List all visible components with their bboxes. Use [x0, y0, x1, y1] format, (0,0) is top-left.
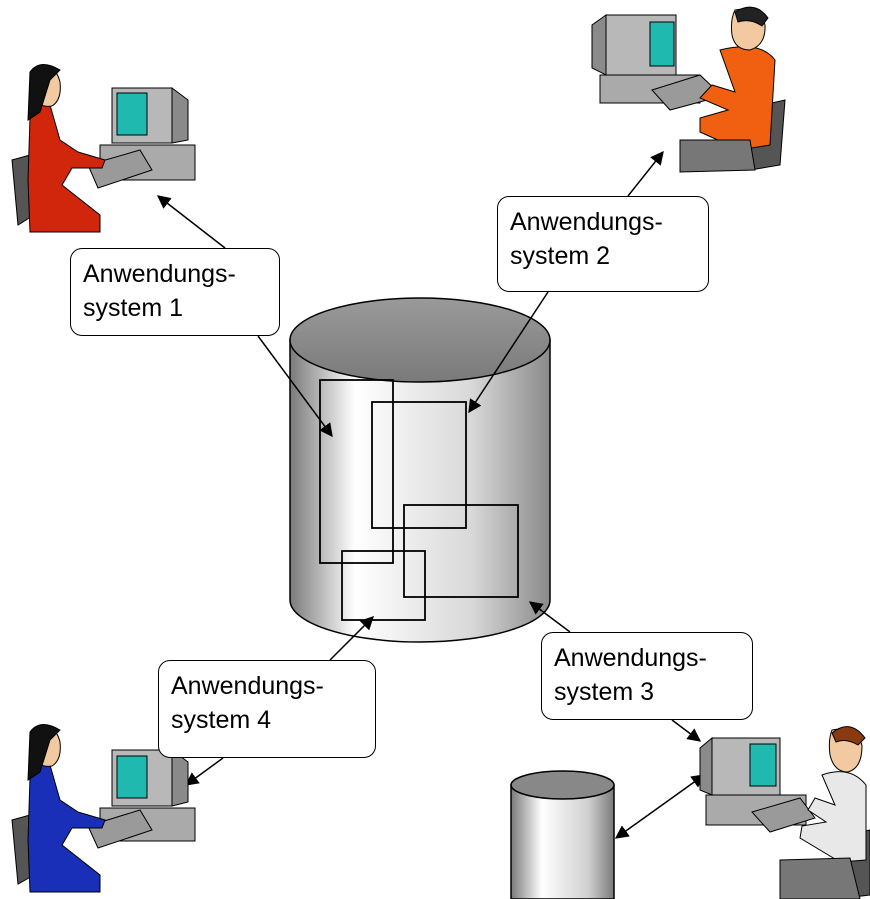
user-1-workstation — [11, 64, 196, 233]
arrow-system3-to-user3 — [671, 719, 702, 742]
label-system-2-line1: Anwendungs- — [510, 208, 663, 236]
arrow-system4-to-database — [329, 616, 374, 661]
data-area-1 — [319, 379, 394, 564]
arrow-system2-to-database — [468, 291, 549, 414]
label-system-2: Anwendungs- system 2 — [497, 196, 709, 292]
label-system-3: Anwendungs- system 3 — [541, 632, 753, 720]
label-system-1: Anwendungs- system 1 — [70, 248, 280, 336]
arrow-system4-to-user4 — [184, 757, 224, 786]
data-area-2 — [371, 401, 467, 529]
data-area-4 — [341, 550, 426, 621]
label-system-3-line1: Anwendungs- — [554, 644, 707, 672]
arrow-small-db-to-user3 — [614, 774, 706, 839]
user-2-workstation — [591, 6, 786, 173]
central-database — [289, 297, 551, 643]
label-system-2-line2: system 2 — [510, 242, 611, 270]
label-system-4-line1: Anwendungs- — [171, 672, 324, 700]
label-system-3-line2: system 3 — [554, 678, 655, 706]
user-3-workstation — [699, 726, 870, 899]
arrow-system3-to-database — [528, 601, 571, 633]
small-database — [510, 770, 615, 899]
user-4-workstation — [11, 724, 196, 893]
label-system-4-line2: system 4 — [171, 706, 272, 734]
arrow-system1-to-database — [257, 335, 333, 438]
arrow-system1-to-user1 — [156, 195, 226, 249]
label-system-1-line2: system 1 — [83, 294, 184, 322]
label-system-1-line1: Anwendungs- — [83, 260, 236, 288]
label-system-4: Anwendungs- system 4 — [158, 660, 376, 758]
arrow-system2-to-user2 — [627, 150, 664, 197]
